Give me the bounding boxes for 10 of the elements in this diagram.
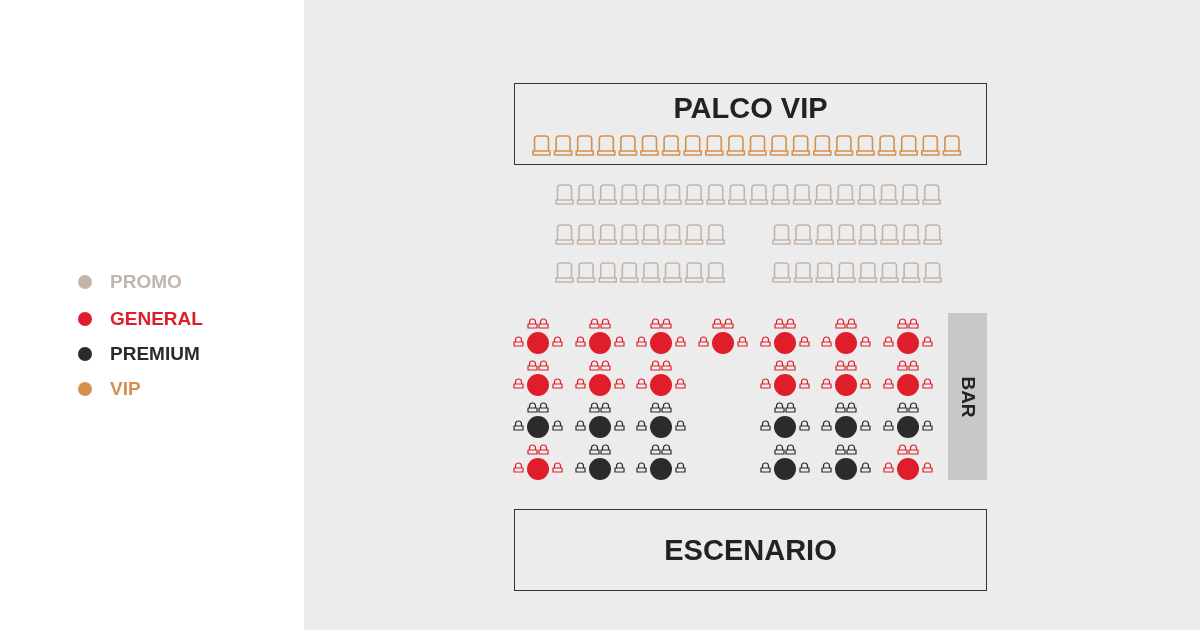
legend-label: GENERAL [110, 308, 203, 330]
legend-label: PROMO [110, 271, 182, 293]
bar-band [948, 313, 987, 480]
box-section [514, 83, 987, 165]
legend-label: PREMIUM [110, 343, 200, 365]
legend-label: VIP [110, 378, 141, 400]
stage-label: ESCENARIO [664, 533, 837, 567]
stage-box [514, 509, 987, 591]
bar-label: BAR [956, 375, 979, 418]
section-title: PALCO VIP [673, 92, 828, 125]
